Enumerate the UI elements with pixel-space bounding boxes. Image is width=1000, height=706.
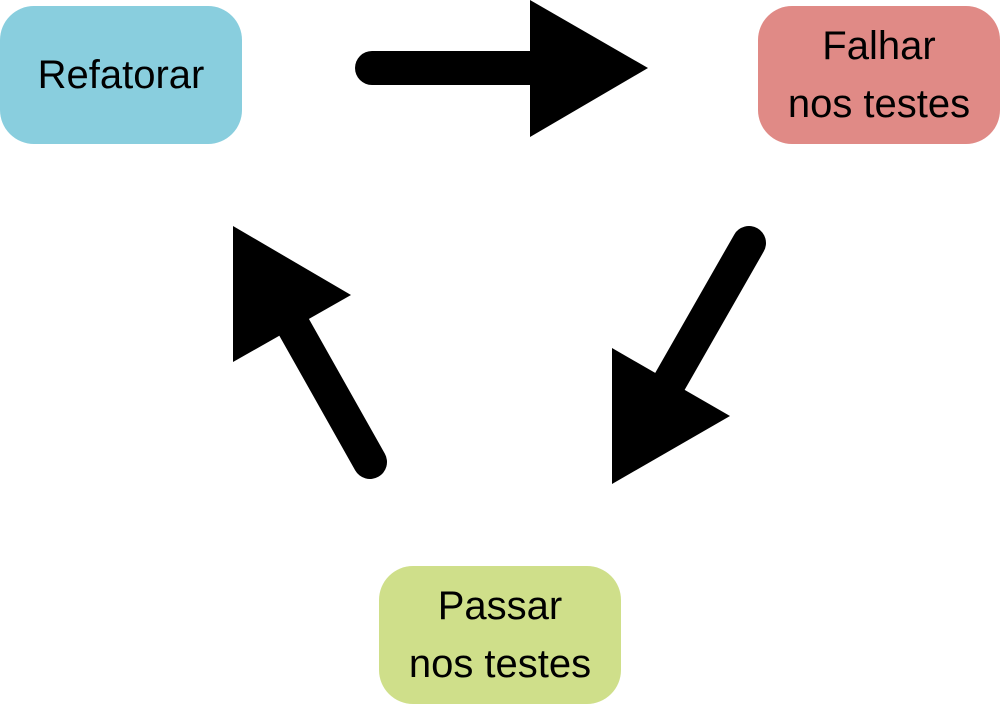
node-pass-line1: Passar [437,584,563,628]
node-fail-tests: Falhar nos testes [758,6,1000,144]
node-fail-line2: nos testes [787,82,971,126]
node-refactor-label: Refatorar [37,53,205,97]
node-fail-line1: Falhar [822,24,936,68]
arrow-refactor-to-fail [355,0,648,137]
arrow-fail-to-pass [612,226,766,484]
node-refactor: Refatorar [0,6,242,144]
node-pass-tests: Passar nos testes [379,566,621,704]
node-pass-line2: nos testes [408,642,592,686]
arrow-pass-to-refactor [233,226,387,479]
